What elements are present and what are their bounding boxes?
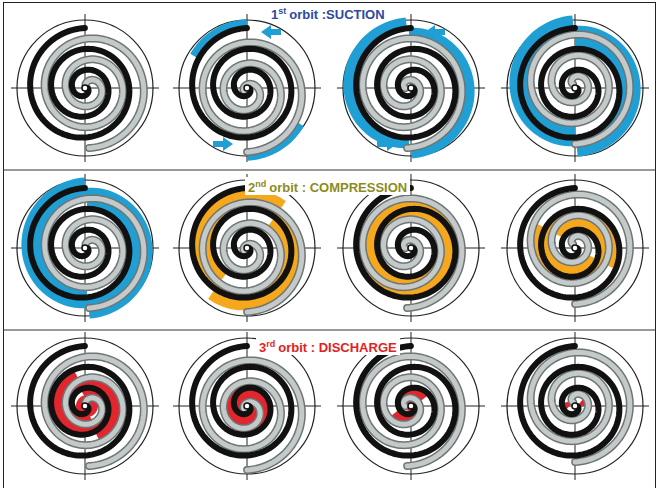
scroll-frame xyxy=(173,14,321,162)
scroll-frame xyxy=(501,332,649,480)
housing-circle xyxy=(17,338,153,474)
row-title: 3rdorbit : DISCHARGE xyxy=(256,337,400,355)
housing-circle xyxy=(507,180,643,316)
fixed-scroll xyxy=(520,346,619,456)
fixed-scroll xyxy=(192,346,291,456)
discharge-port xyxy=(82,85,88,91)
fixed-scroll xyxy=(520,188,619,298)
scroll-frame xyxy=(11,174,159,322)
scroll-frame xyxy=(337,14,485,162)
discharge-port xyxy=(244,85,250,91)
scroll-frame xyxy=(173,174,321,322)
suction-arrow xyxy=(377,137,397,151)
fixed-scroll xyxy=(356,28,455,138)
row-title: 2ndorbit : COMPRESSION xyxy=(245,177,410,195)
discharge-port xyxy=(408,85,414,91)
ordinal-suffix: rd xyxy=(266,339,275,349)
scroll-frame xyxy=(11,14,159,162)
stage-title: orbit : DISCHARGE xyxy=(278,340,396,355)
orbit-number: 3 xyxy=(259,340,266,355)
row-title: 1storbit :SUCTION xyxy=(268,4,388,22)
orbit-number: 2 xyxy=(248,180,255,195)
discharge-port xyxy=(82,403,88,409)
housing-circle xyxy=(179,20,315,156)
discharge-port xyxy=(244,245,250,251)
gas-pocket xyxy=(581,402,583,406)
discharge-port xyxy=(408,245,414,251)
discharge-port xyxy=(408,403,414,409)
discharge-port xyxy=(572,403,578,409)
suction-arrow xyxy=(261,25,281,39)
discharge-port xyxy=(244,403,250,409)
row-separator xyxy=(3,330,656,331)
fixed-scroll xyxy=(30,346,129,456)
housing-circle xyxy=(17,20,153,156)
housing-circle xyxy=(343,338,479,474)
scroll-frames xyxy=(11,14,649,480)
fixed-scroll xyxy=(356,188,455,298)
discharge-port xyxy=(572,85,578,91)
ordinal-suffix: nd xyxy=(255,179,266,189)
frame-border xyxy=(4,3,656,488)
scroll-frame xyxy=(11,332,159,480)
housing-circle xyxy=(179,338,315,474)
fixed-scroll xyxy=(30,28,129,138)
housing-circle xyxy=(179,180,315,316)
fixed-scroll xyxy=(30,188,129,298)
suction-arrow xyxy=(425,25,445,39)
fixed-scroll xyxy=(520,28,619,138)
ordinal-suffix: st xyxy=(278,6,286,16)
housing-circle xyxy=(17,180,153,316)
scroll-frame xyxy=(501,14,649,162)
housing-circle xyxy=(343,20,479,156)
housing-circle xyxy=(343,180,479,316)
housing-circle xyxy=(507,20,643,156)
orbit-number: 1 xyxy=(271,7,278,22)
row-separator xyxy=(3,170,656,171)
fixed-scroll xyxy=(192,28,291,138)
stage-title: orbit :SUCTION xyxy=(289,7,384,22)
scroll-frame xyxy=(501,174,649,322)
discharge-port xyxy=(82,245,88,251)
housing-circle xyxy=(507,338,643,474)
fixed-scroll xyxy=(356,346,455,456)
suction-arrow xyxy=(213,137,233,151)
fixed-scroll xyxy=(192,188,291,298)
discharge-port xyxy=(572,245,578,251)
stage-title: orbit : COMPRESSION xyxy=(269,180,407,195)
scroll-frame xyxy=(337,174,485,322)
